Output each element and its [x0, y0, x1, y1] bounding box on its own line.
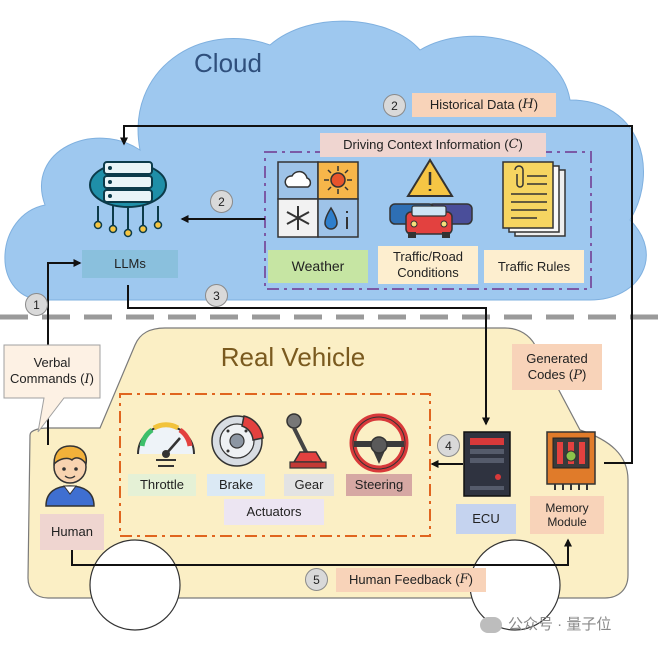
watermark: 公众号 · 量子位 [480, 612, 650, 638]
step-2-context-circle: 2 [210, 190, 233, 213]
traffic-rules-icon [502, 161, 566, 237]
gear-icon [286, 413, 327, 469]
generated-codes-label: Generated Codes (P) [512, 344, 602, 390]
memory-module-icon [546, 431, 596, 490]
human-label: Human [40, 514, 104, 550]
step-2-historical-circle: 2 [383, 94, 406, 117]
traffic-road-line2: Conditions [397, 265, 459, 280]
step-4-circle: 4 [437, 434, 460, 457]
actuators-label: Actuators [224, 499, 324, 525]
step-3-circle: 3 [205, 284, 228, 307]
brake-label: Brake [207, 474, 265, 496]
context-title-label: Driving Context Information (C) [320, 133, 546, 157]
memory-line2: Module [547, 515, 587, 529]
brake-icon [211, 415, 264, 467]
context-title-var: C [508, 137, 519, 153]
historical-prefix: Historical Data ( [429, 97, 523, 113]
steering-label: Steering [346, 474, 412, 496]
context-title-suffix: ) [518, 137, 523, 153]
traffic-rules-label: Traffic Rules [484, 250, 584, 283]
ecu-label: ECU [456, 504, 516, 534]
context-title-prefix: Driving Context Information ( [343, 137, 509, 153]
arrow-feedback [71, 538, 572, 566]
weather-icon [277, 161, 359, 238]
cloud-title: Cloud [194, 48, 262, 79]
llm-server-icon [89, 161, 167, 238]
arrow-historical [120, 125, 633, 464]
historical-suffix: ) [533, 97, 539, 113]
memory-module-label: Memory Module [530, 496, 604, 534]
arrow-llm-ecu [127, 285, 490, 426]
historical-var: H [522, 97, 534, 113]
feedback-suffix: ) [468, 572, 473, 588]
weather-label: Weather [268, 250, 368, 283]
human-feedback-label: Human Feedback (F) [336, 568, 486, 592]
traffic-road-label: Traffic/Road Conditions [378, 246, 478, 284]
vehicle-title: Real Vehicle [220, 342, 366, 373]
verbal-line2: Commands (I) [10, 370, 94, 387]
memory-line1: Memory [545, 500, 589, 515]
cloud-shape [4, 20, 647, 301]
throttle-label: Throttle [128, 474, 196, 496]
wechat-icon [480, 617, 502, 633]
generated-line2: Codes (P) [527, 366, 587, 383]
gear-label: Gear [284, 474, 334, 496]
verbal-line1: Verbal [33, 354, 71, 370]
step-5-circle: 5 [305, 568, 328, 591]
historical-data-label: Historical Data (H) [412, 93, 556, 117]
watermark-text: 公众号 · 量子位 [508, 616, 612, 633]
generated-line1: Generated [526, 350, 588, 366]
actuators-box [119, 393, 431, 537]
traffic-road-line1: Traffic/Road [392, 249, 464, 265]
front-wheel [89, 539, 181, 631]
context-box [264, 151, 592, 290]
llms-label: LLMs [82, 250, 178, 278]
ecu-icon [463, 431, 511, 497]
verbal-commands-label: Verbal Commands (I) [4, 346, 100, 396]
step-1-circle: 1 [25, 293, 48, 316]
steering-icon [349, 413, 409, 473]
feedback-prefix: Human Feedback ( [349, 572, 460, 588]
human-icon [45, 445, 95, 507]
verbal-bubble [3, 344, 101, 433]
throttle-icon [137, 422, 195, 467]
feedback-var: F [459, 572, 469, 588]
traffic-icon [389, 158, 473, 238]
